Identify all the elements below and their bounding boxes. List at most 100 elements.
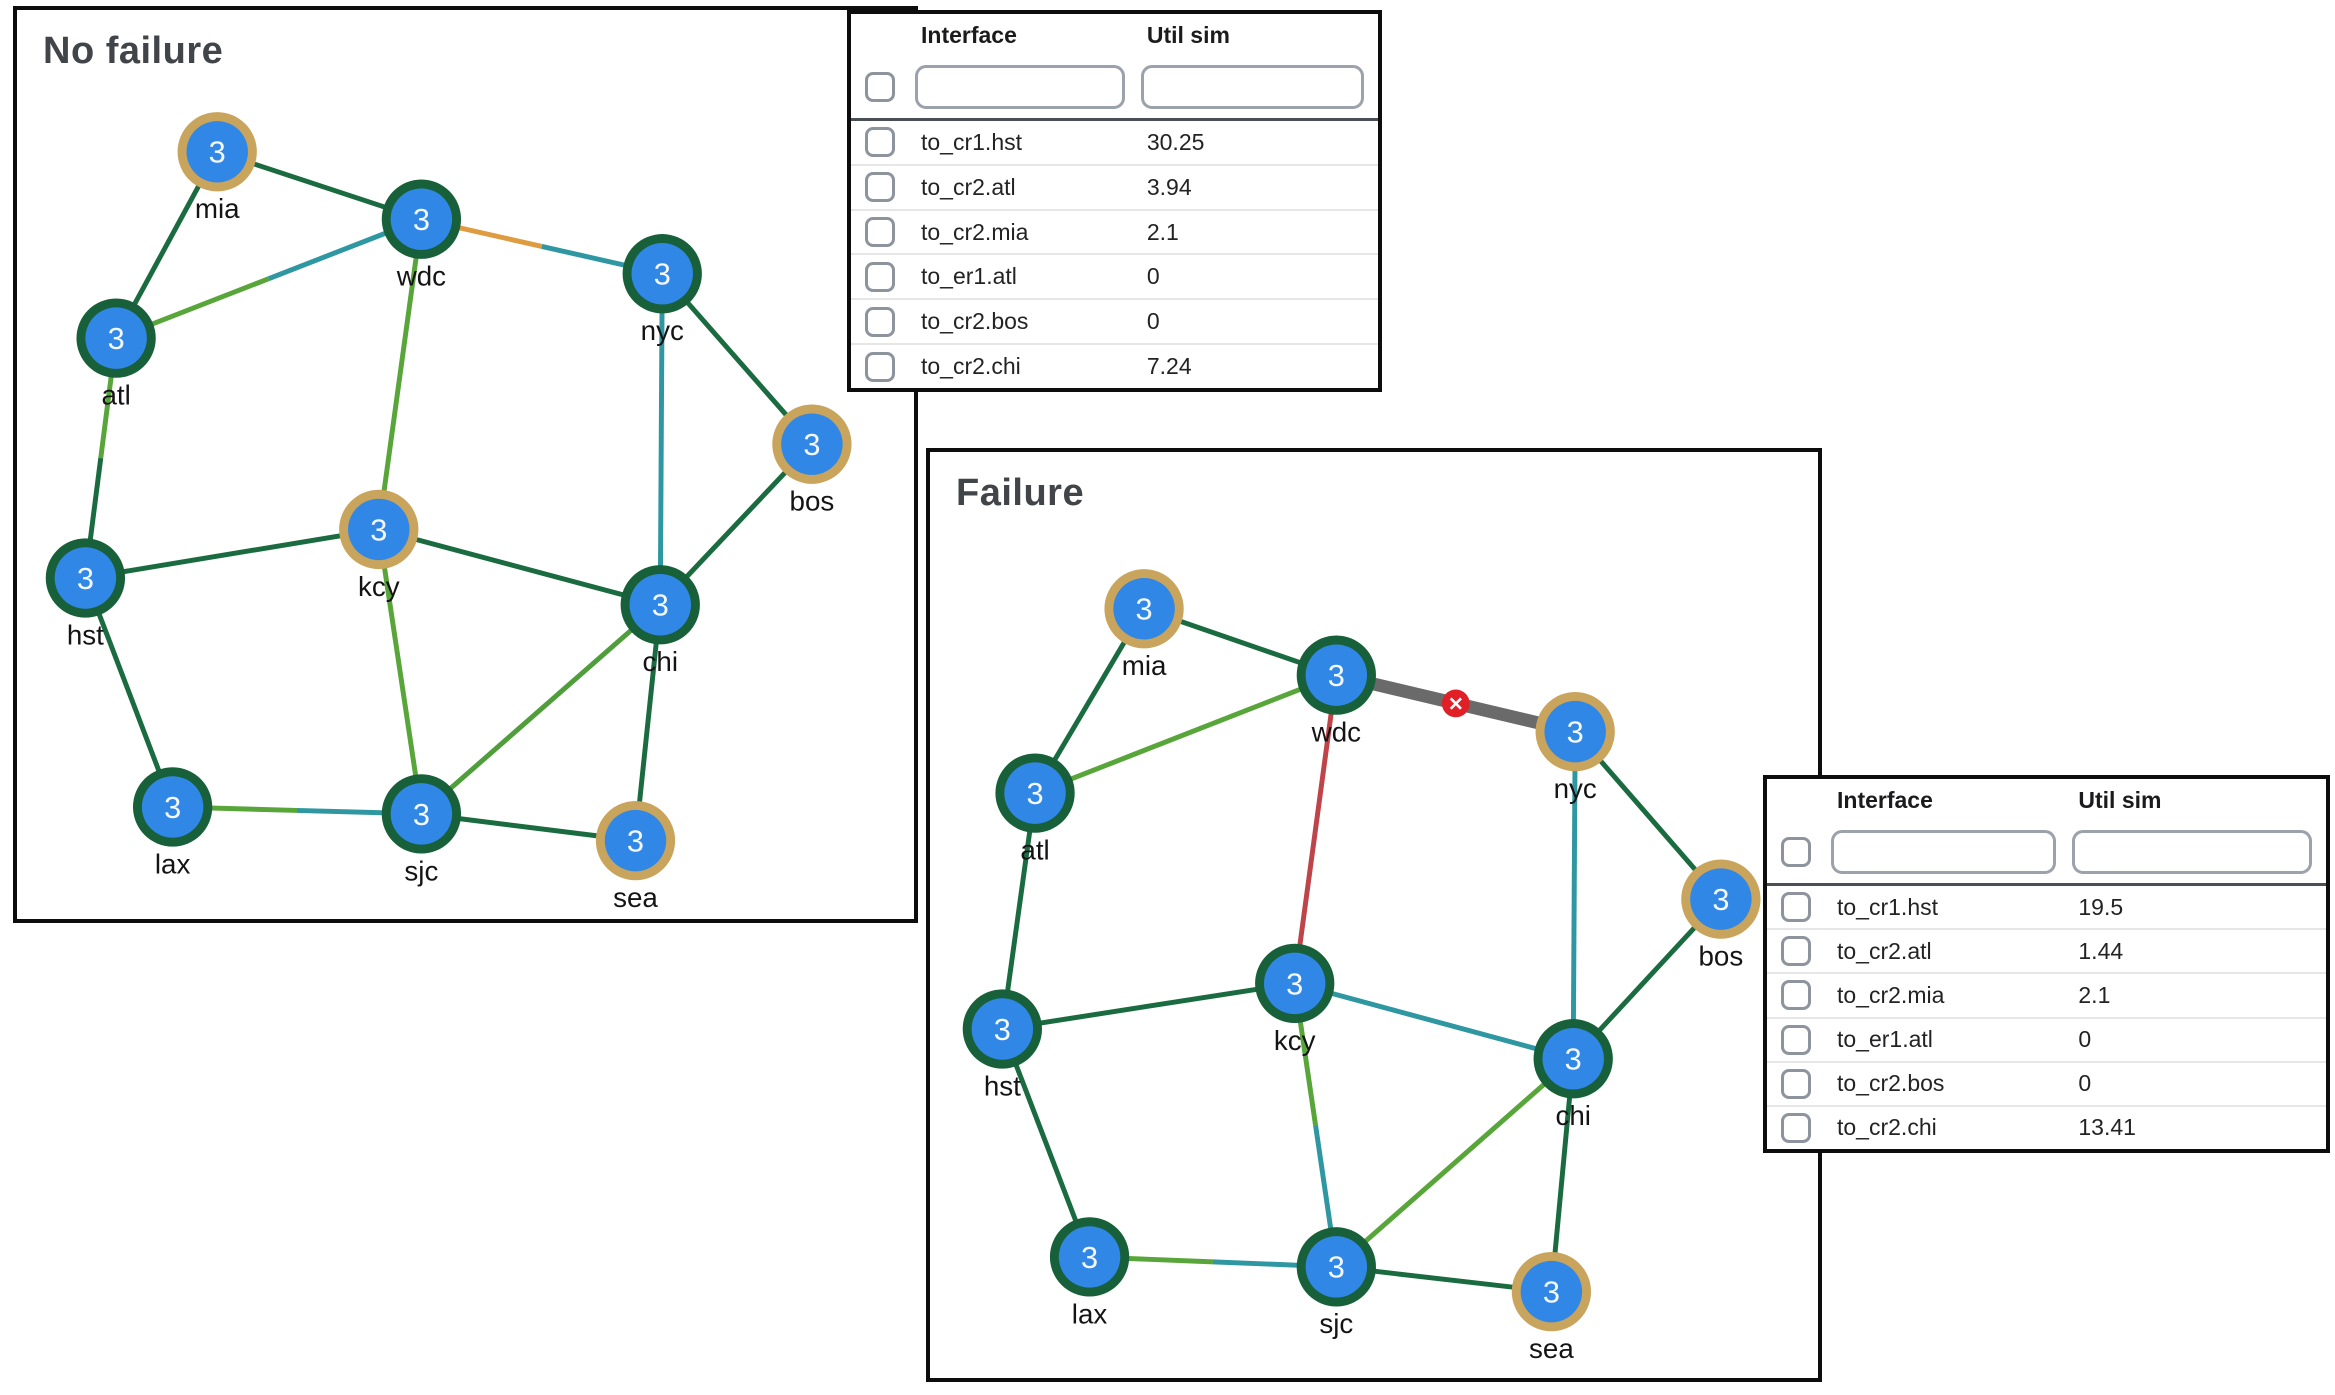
svg-text:3: 3 bbox=[1565, 1042, 1582, 1077]
node-lax[interactable]: 3 bbox=[132, 767, 213, 847]
row-checkbox[interactable] bbox=[1781, 1068, 1811, 1099]
row-checkbox[interactable] bbox=[1781, 1024, 1811, 1055]
row-checkbox[interactable] bbox=[865, 306, 895, 337]
node-hst[interactable]: 3 bbox=[962, 989, 1042, 1069]
column-header-util-sim[interactable]: Util sim bbox=[1146, 21, 1230, 48]
node-label-bos: bos bbox=[790, 486, 835, 517]
svg-text:3: 3 bbox=[994, 1012, 1011, 1047]
node-label-hst: hst bbox=[984, 1070, 1021, 1101]
node-chi[interactable]: 3 bbox=[1533, 1019, 1613, 1099]
util-sim-filter-input[interactable] bbox=[2072, 830, 2312, 874]
node-chi[interactable]: 3 bbox=[620, 565, 700, 645]
edge-kcy-chi bbox=[378, 527, 661, 608]
node-atl[interactable]: 3 bbox=[995, 753, 1075, 833]
node-bos[interactable]: 3 bbox=[1681, 859, 1761, 939]
node-atl[interactable]: 3 bbox=[76, 298, 156, 378]
svg-text:3: 3 bbox=[1328, 1250, 1345, 1285]
cell-util-sim: 2.1 bbox=[2078, 981, 2111, 1008]
edge-chi-sjc bbox=[419, 602, 662, 816]
svg-text:3: 3 bbox=[1286, 966, 1303, 1001]
table-row[interactable]: to_cr2.mia 2.1 bbox=[1767, 972, 2326, 1016]
select-all-checkbox[interactable] bbox=[865, 72, 895, 102]
column-header-interface[interactable]: Interface bbox=[1837, 786, 1933, 813]
node-label-kcy: kcy bbox=[1274, 1025, 1316, 1056]
table-filter-row bbox=[1767, 821, 2326, 886]
node-mia[interactable]: 3 bbox=[1104, 569, 1184, 649]
node-kcy[interactable]: 3 bbox=[339, 489, 419, 570]
row-checkbox[interactable] bbox=[1781, 936, 1811, 967]
failed-link-icon: ✕ bbox=[1441, 689, 1470, 718]
edge-kcy-sjc bbox=[376, 529, 424, 815]
row-checkbox[interactable] bbox=[865, 127, 895, 158]
row-checkbox[interactable] bbox=[1781, 1112, 1811, 1143]
interface-filter-input[interactable] bbox=[915, 65, 1125, 109]
svg-text:3: 3 bbox=[652, 588, 669, 623]
node-sjc[interactable]: 3 bbox=[381, 774, 462, 854]
column-header-interface[interactable]: Interface bbox=[921, 21, 1017, 48]
column-header-util-sim[interactable]: Util sim bbox=[2078, 786, 2162, 813]
row-checkbox[interactable] bbox=[865, 351, 895, 382]
node-bos[interactable]: 3 bbox=[772, 404, 852, 484]
cell-util-sim: 2.1 bbox=[1146, 218, 1179, 245]
node-wdc[interactable]: 3 bbox=[381, 179, 462, 259]
interface-filter-input[interactable] bbox=[1831, 830, 2057, 874]
cell-util-sim: 19.5 bbox=[2078, 893, 2124, 920]
svg-text:✕: ✕ bbox=[1448, 693, 1464, 714]
edge-wdc-kcy bbox=[376, 218, 424, 530]
node-sea[interactable]: 3 bbox=[1511, 1251, 1592, 1332]
cell-util-sim: 7.24 bbox=[1146, 353, 1192, 380]
node-label-chi: chi bbox=[1555, 1100, 1590, 1131]
cell-interface: to_cr2.bos bbox=[921, 308, 1029, 335]
node-label-sea: sea bbox=[613, 882, 658, 913]
node-sea[interactable]: 3 bbox=[595, 800, 676, 881]
node-kcy[interactable]: 3 bbox=[1255, 943, 1335, 1024]
row-checkbox[interactable] bbox=[865, 217, 895, 248]
row-checkbox[interactable] bbox=[865, 261, 895, 292]
svg-text:3: 3 bbox=[1328, 658, 1345, 693]
node-label-kcy: kcy bbox=[358, 571, 400, 602]
edge-wdc-atl bbox=[1034, 672, 1338, 796]
svg-text:3: 3 bbox=[413, 202, 430, 237]
node-label-nyc: nyc bbox=[1554, 773, 1597, 804]
edge-chi-sjc bbox=[1334, 1056, 1575, 1269]
svg-text:3: 3 bbox=[627, 824, 644, 859]
cell-interface: to_cr2.atl bbox=[921, 173, 1016, 200]
cell-interface: to_er1.atl bbox=[1837, 1026, 1933, 1053]
table-header-row: Interface Util sim bbox=[1767, 779, 2326, 821]
cell-interface: to_cr2.mia bbox=[1837, 981, 1945, 1008]
util-sim-filter-input[interactable] bbox=[1140, 65, 1364, 109]
node-wdc[interactable]: 3 bbox=[1296, 635, 1376, 715]
node-nyc[interactable]: 3 bbox=[622, 234, 702, 314]
row-checkbox[interactable] bbox=[865, 172, 895, 203]
select-all-checkbox[interactable] bbox=[1781, 837, 1811, 867]
node-label-lax: lax bbox=[155, 848, 191, 879]
node-label-atl: atl bbox=[1020, 835, 1049, 866]
node-label-atl: atl bbox=[101, 380, 130, 411]
row-checkbox[interactable] bbox=[1781, 892, 1811, 923]
cell-interface: to_cr2.bos bbox=[1837, 1070, 1945, 1097]
node-label-mia: mia bbox=[1122, 650, 1167, 681]
svg-text:3: 3 bbox=[1567, 715, 1584, 750]
node-hst[interactable]: 3 bbox=[45, 538, 126, 618]
edge-hst-kcy bbox=[1001, 980, 1296, 1032]
node-mia[interactable]: 3 bbox=[177, 112, 257, 192]
node-sjc[interactable]: 3 bbox=[1296, 1227, 1376, 1307]
node-lax[interactable]: 3 bbox=[1049, 1217, 1130, 1297]
node-nyc[interactable]: 3 bbox=[1535, 692, 1615, 772]
row-checkbox[interactable] bbox=[1781, 980, 1811, 1011]
cell-util-sim: 30.25 bbox=[1146, 128, 1205, 155]
